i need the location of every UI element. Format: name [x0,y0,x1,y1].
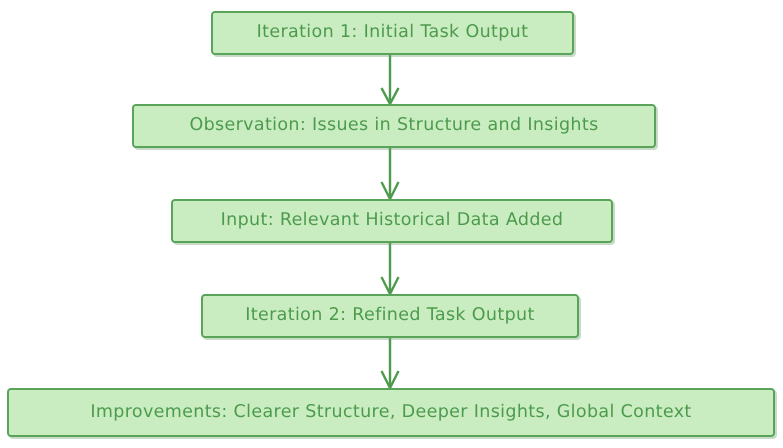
edge-n2-n3 [380,243,400,297]
edge-n3-n4 [380,338,400,391]
flowchart-node-observation[interactable]: Observation: Issues in Structure and Ins… [132,104,656,148]
node-label: Improvements: Clearer Structure, Deeper … [90,401,692,422]
edge-n1-n2 [380,148,400,202]
edge-n0-n1 [380,55,400,107]
node-label: Iteration 1: Initial Task Output [256,22,529,43]
flowchart-node-input[interactable]: Input: Relevant Historical Data Added [171,199,613,243]
flowchart-node-iteration-2[interactable]: Iteration 2: Refined Task Output [201,294,579,338]
flowchart-node-iteration-1[interactable]: Iteration 1: Initial Task Output [211,11,574,55]
node-label: Observation: Issues in Structure and Ins… [189,115,599,136]
flowchart-node-improvements[interactable]: Improvements: Clearer Structure, Deeper … [7,388,775,437]
node-label: Input: Relevant Historical Data Added [220,210,564,231]
node-label: Iteration 2: Refined Task Output [245,305,535,326]
